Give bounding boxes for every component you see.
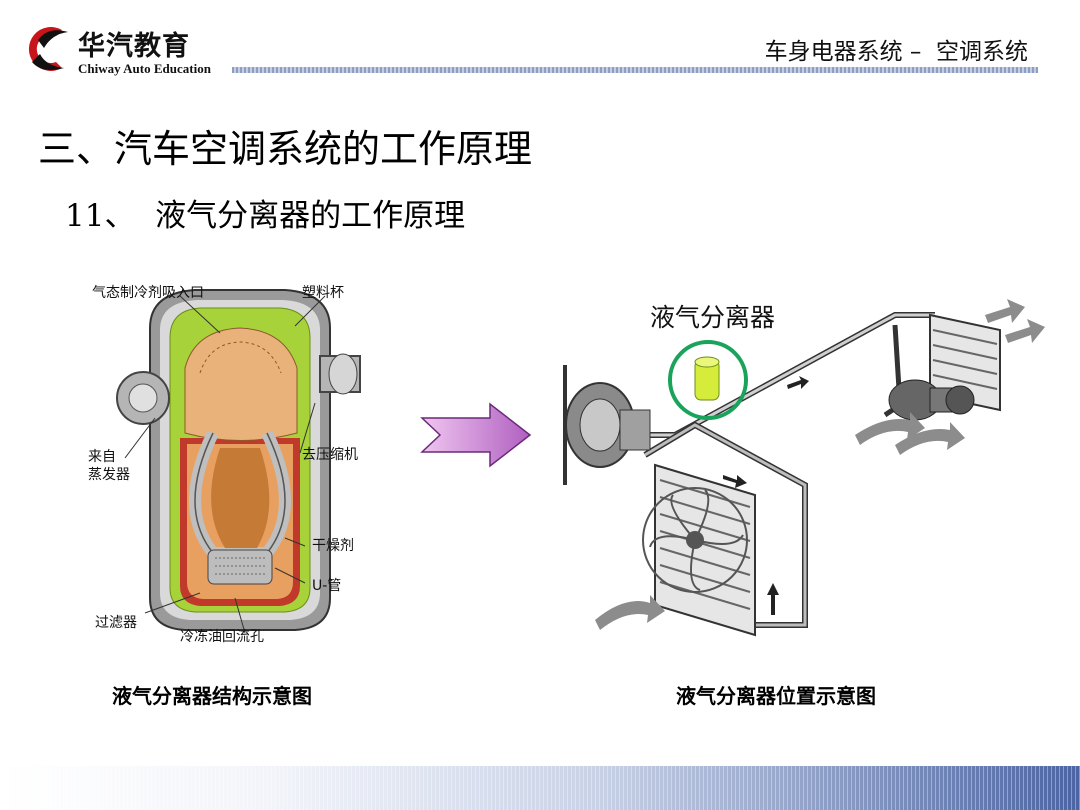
accumulator-structure-diagram xyxy=(116,289,361,634)
brand-logo: 华汽教育 Chiway Auto Education xyxy=(18,22,233,76)
label-u-tube: U-管 xyxy=(312,578,342,594)
accumulator-location-diagram xyxy=(563,299,1045,637)
label-inlet: 气态制冷剂吸入口 xyxy=(92,285,204,301)
right-arrow-icon xyxy=(420,402,532,468)
label-accumulator: 液气分离器 xyxy=(650,303,776,332)
label-to-compressor: 去压缩机 xyxy=(302,447,358,463)
chiway-logo-icon xyxy=(28,27,68,71)
label-plastic-cup: 塑料杯 xyxy=(302,285,344,301)
label-oil-return-hole: 冷冻油回流孔 xyxy=(180,629,264,645)
header-divider-bar xyxy=(232,67,1038,73)
logo-english-name: Chiway Auto Education xyxy=(78,61,211,76)
section-title: 车身电器系统 – 空调系统 xyxy=(764,39,1028,65)
page-subtitle: 11、 液气分离器的工作原理 xyxy=(65,198,466,234)
caption-location: 液气分离器位置示意图 xyxy=(676,684,876,708)
footer-decorative-bar xyxy=(0,766,1080,810)
logo-chinese-name: 华汽教育 xyxy=(78,31,190,62)
label-filter: 过滤器 xyxy=(95,615,137,631)
label-from-evaporator: 来自 蒸发器 xyxy=(88,449,130,483)
label-desiccant: 干燥剂 xyxy=(312,538,354,554)
page-title: 三、汽车空调系统的工作原理 xyxy=(38,127,533,171)
caption-structure: 液气分离器结构示意图 xyxy=(112,684,312,708)
